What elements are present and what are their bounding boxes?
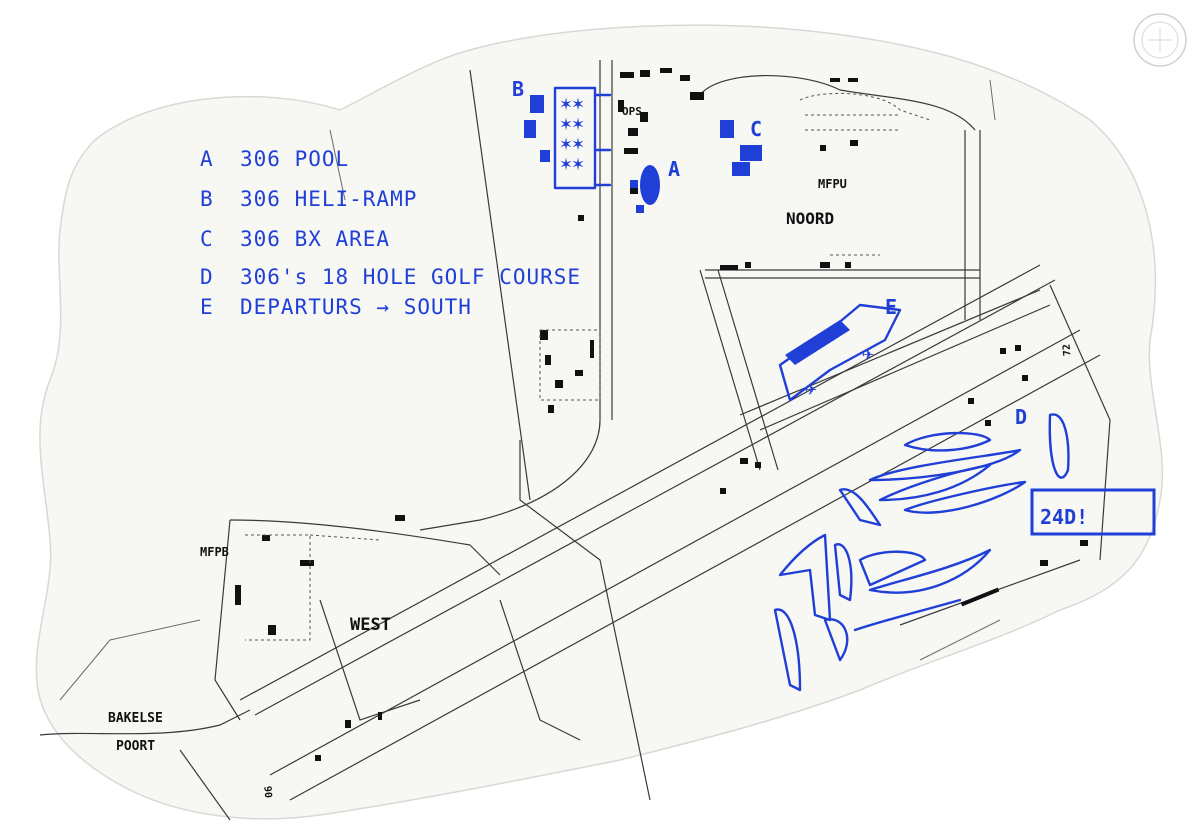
pool — [630, 165, 660, 213]
svg-text:✈: ✈ — [805, 376, 817, 400]
label-noord: NOORD — [786, 209, 834, 228]
marker-d: D — [1015, 405, 1027, 429]
legend-text-b: 306 HELI-RAMP — [240, 187, 417, 211]
golf-course — [773, 413, 1070, 692]
departures-ramp: ✈ ✈ — [778, 303, 902, 402]
svg-text:✶✶: ✶✶ — [560, 111, 584, 135]
marker-c: C — [750, 117, 762, 141]
label-mfpb: MFPB — [200, 545, 229, 559]
svg-text:✶✶: ✶✶ — [560, 151, 584, 175]
label-west: WEST — [350, 615, 391, 635]
label-ops: OPS — [622, 105, 642, 118]
svg-text:✈: ✈ — [862, 341, 874, 365]
bx-area — [720, 120, 762, 176]
legend-item-c: C — [200, 227, 214, 251]
legend-item-d: D — [200, 265, 214, 289]
legend: A 306 POOL B 306 HELI-RAMP C 306 BX AREA… — [200, 147, 581, 319]
label-mfpu: MFPU — [818, 177, 847, 191]
place-labels: OPS MFPU NOORD MFPB WEST BAKELSE POORT 7… — [108, 105, 1088, 798]
label-runway-72: 72 — [1061, 344, 1073, 357]
svg-text:✶✶: ✶✶ — [560, 91, 584, 115]
heli-ramp: ✶✶ ✶✶ ✶✶ ✶✶ — [524, 86, 612, 190]
label-poort: POORT — [116, 739, 155, 754]
buildings — [235, 68, 1088, 761]
legend-text-e: DEPARTURS → SOUTH — [240, 295, 472, 319]
hardstand-loops — [245, 93, 931, 641]
marker-e: E — [885, 295, 897, 319]
sticker — [1030, 488, 1156, 536]
label-bakelse: BAKELSE — [108, 711, 163, 726]
legend-item-b: B — [200, 187, 214, 211]
svg-text:✶✶: ✶✶ — [560, 131, 584, 155]
legend-text-a: 306 POOL — [240, 147, 349, 171]
roads-and-taxiways — [39, 60, 1111, 821]
label-sticker: 24D! — [1040, 505, 1088, 529]
stamp-logo — [1133, 13, 1187, 67]
marker-b: B — [512, 77, 524, 101]
label-runway-06: 06 — [263, 785, 275, 798]
map-markers: B A C D E — [512, 77, 1027, 429]
legend-item-a: A — [200, 147, 214, 171]
legend-text-d: 306's 18 HOLE GOLF COURSE — [240, 265, 581, 289]
legend-item-e: E — [200, 295, 214, 319]
legend-text-c: 306 BX AREA — [240, 227, 390, 251]
marker-a: A — [668, 157, 680, 181]
